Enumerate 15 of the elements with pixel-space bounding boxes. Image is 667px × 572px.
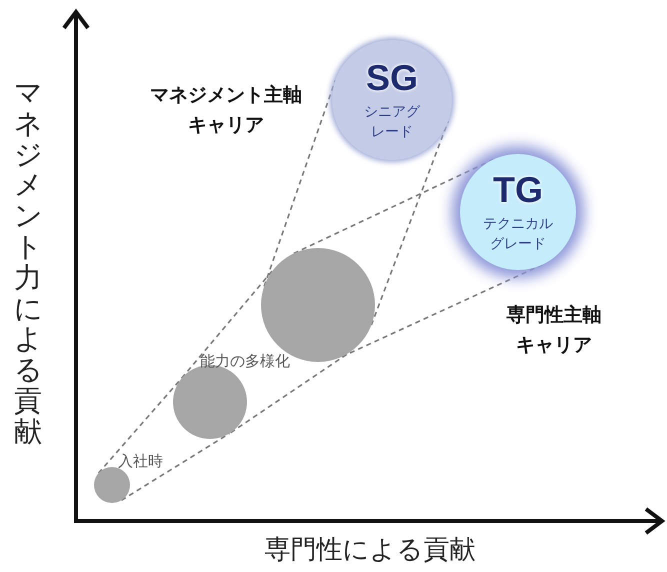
stage-label: 入社時	[118, 452, 163, 470]
dashed-line	[98, 377, 183, 474]
career-label: 専門性主軸キャリア	[506, 303, 602, 358]
grade-name: シニアグレード	[363, 103, 421, 142]
grade-code: SG	[366, 58, 418, 98]
grade-name: テクニカルグレード	[482, 215, 554, 254]
y-axis-title: マネジメント力による貢献	[14, 78, 42, 448]
stage-label: 能力の多様化	[200, 352, 290, 370]
career-label: マネジメント主軸キャリア	[149, 83, 303, 138]
x-axis-title: 専門性による貢献	[264, 534, 476, 566]
grade-code: TG	[493, 170, 543, 210]
dashed-line	[263, 80, 336, 287]
dashed-line	[293, 158, 494, 254]
dashed-line	[370, 120, 449, 326]
dashed-line	[121, 432, 230, 501]
